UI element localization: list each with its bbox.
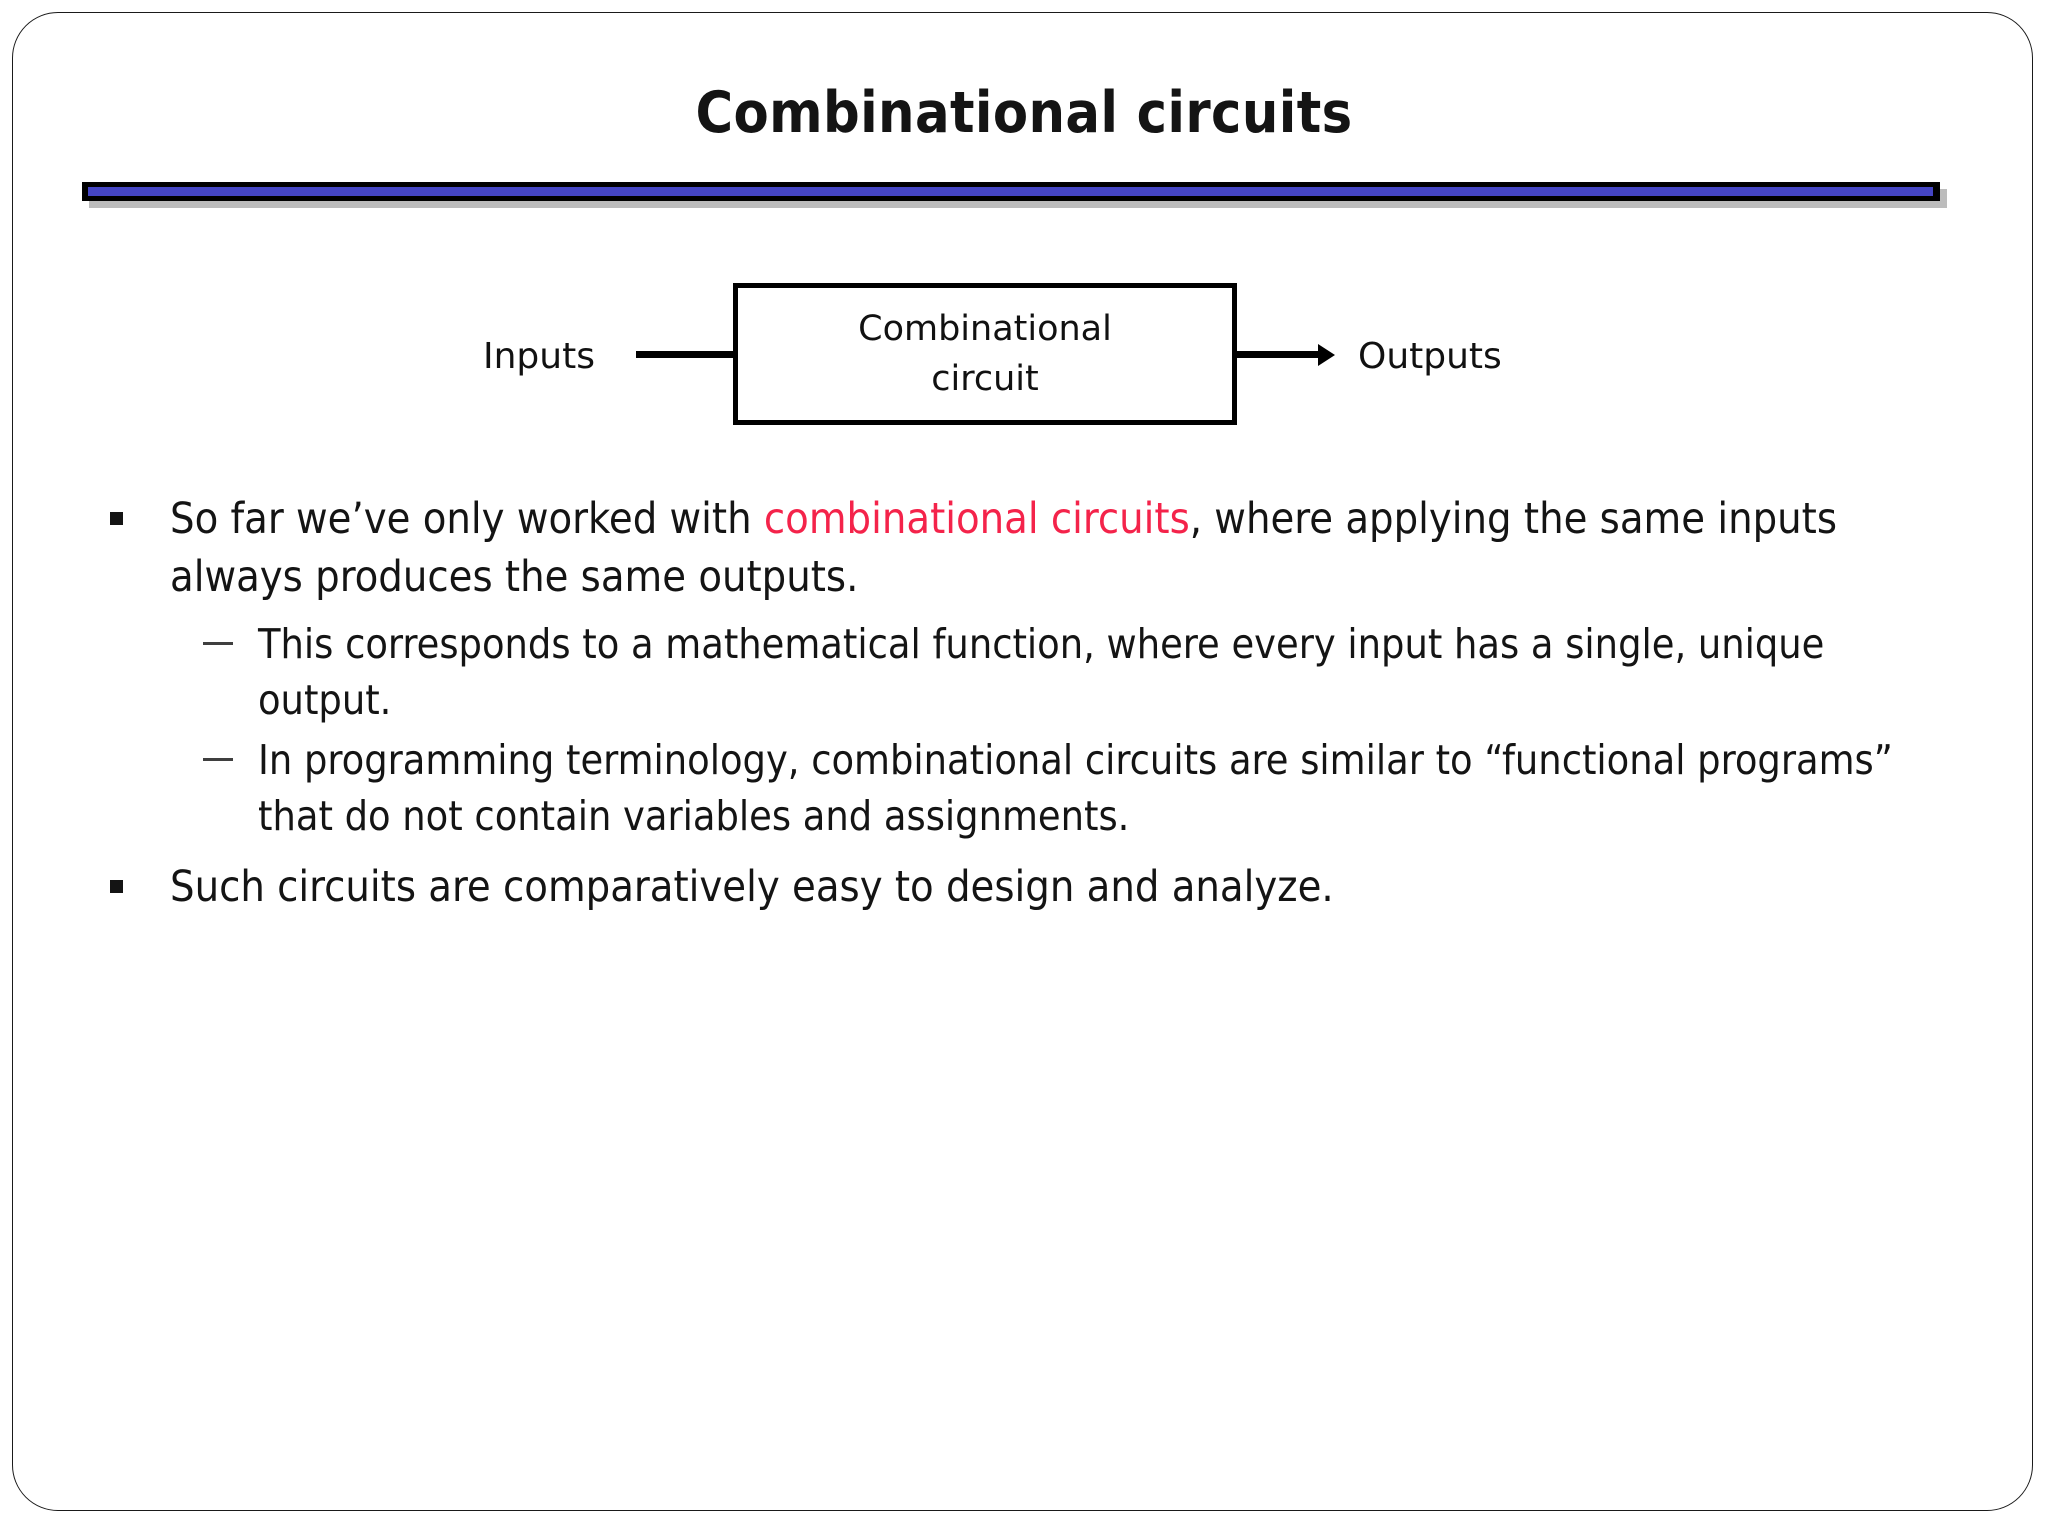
- sub-bullet-text-1: This corresponds to a mathematical funct…: [258, 620, 1825, 724]
- list-item: In programming terminology, combinationa…: [0, 732, 2048, 844]
- diagram-box-line-1: Combinational: [858, 309, 1112, 349]
- diagram-outputs-label: Outputs: [1358, 336, 1502, 377]
- page-title: Combinational circuits: [695, 80, 1353, 146]
- divider-inner-accent: [88, 187, 1933, 196]
- list-item: So far we’ve only worked with combinatio…: [0, 490, 2048, 606]
- sub-list: This corresponds to a mathematical funct…: [0, 616, 2048, 844]
- bullet-text-1: So far we’ve only worked with combinatio…: [170, 494, 1837, 602]
- bullet-text-part: So far we’ve only worked with: [170, 494, 764, 544]
- bullet-square-icon: [110, 880, 123, 893]
- slide-body: So far we’ve only worked with combinatio…: [0, 490, 2048, 920]
- bullet-text-part: , where applying the same inputs always …: [170, 494, 1838, 602]
- combinational-circuit-diagram: Inputs Combinational circuit Outputs: [0, 262, 2048, 452]
- diagram-inputs-label: Inputs: [483, 336, 595, 377]
- output-arrow-icon: [1237, 343, 1335, 366]
- divider-outer: [82, 182, 1940, 201]
- diagram-circuit-box: Combinational circuit: [733, 283, 1237, 425]
- bullet-dash-icon: [203, 642, 233, 645]
- input-arrow-icon: [636, 343, 750, 366]
- bullet-text-2: Such circuits are comparatively easy to …: [170, 862, 1334, 912]
- list-item: Such circuits are comparatively easy to …: [0, 858, 2048, 916]
- bullet-square-icon: [110, 512, 123, 525]
- bullet-dash-icon: [203, 758, 233, 761]
- bullet-text-highlight: combinational circuits: [763, 494, 1190, 544]
- diagram-box-line-2: circuit: [931, 359, 1039, 399]
- list-item: This corresponds to a mathematical funct…: [0, 616, 2048, 728]
- sub-bullet-text-2: In programming terminology, combinationa…: [258, 736, 1893, 840]
- title-divider-bar: [82, 182, 1947, 208]
